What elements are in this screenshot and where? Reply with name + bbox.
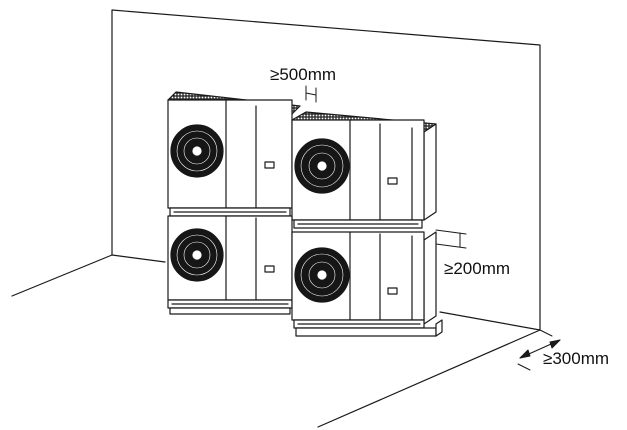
handle-icon <box>264 265 275 273</box>
handle-icon <box>387 287 398 295</box>
heat-pump-unit-top-left <box>167 91 301 217</box>
floor-left-edge <box>11 254 113 297</box>
floor-back-edge-left <box>111 254 166 263</box>
handle-icon <box>264 161 275 169</box>
heat-pump-unit-bottom-left <box>167 215 293 315</box>
horizontal-gap-label: ≥500mm <box>270 65 337 84</box>
dimension-front-wall-gap <box>517 329 561 371</box>
vertical-gap-label: ≥200mm <box>444 259 511 278</box>
floor-back-edge-right <box>439 311 541 331</box>
heat-pump-unit-top-right <box>291 111 437 229</box>
heat-pump-unit-bottom-right <box>291 231 443 337</box>
back-wall <box>111 9 541 331</box>
dimension-horizontal-gap <box>305 85 317 103</box>
front-wall-gap-label: ≥300mm <box>543 349 610 368</box>
wall-and-floor <box>11 9 541 428</box>
floor-right-edge <box>317 329 541 428</box>
dimension-vertical-gap <box>435 229 467 249</box>
handle-icon <box>387 177 398 185</box>
